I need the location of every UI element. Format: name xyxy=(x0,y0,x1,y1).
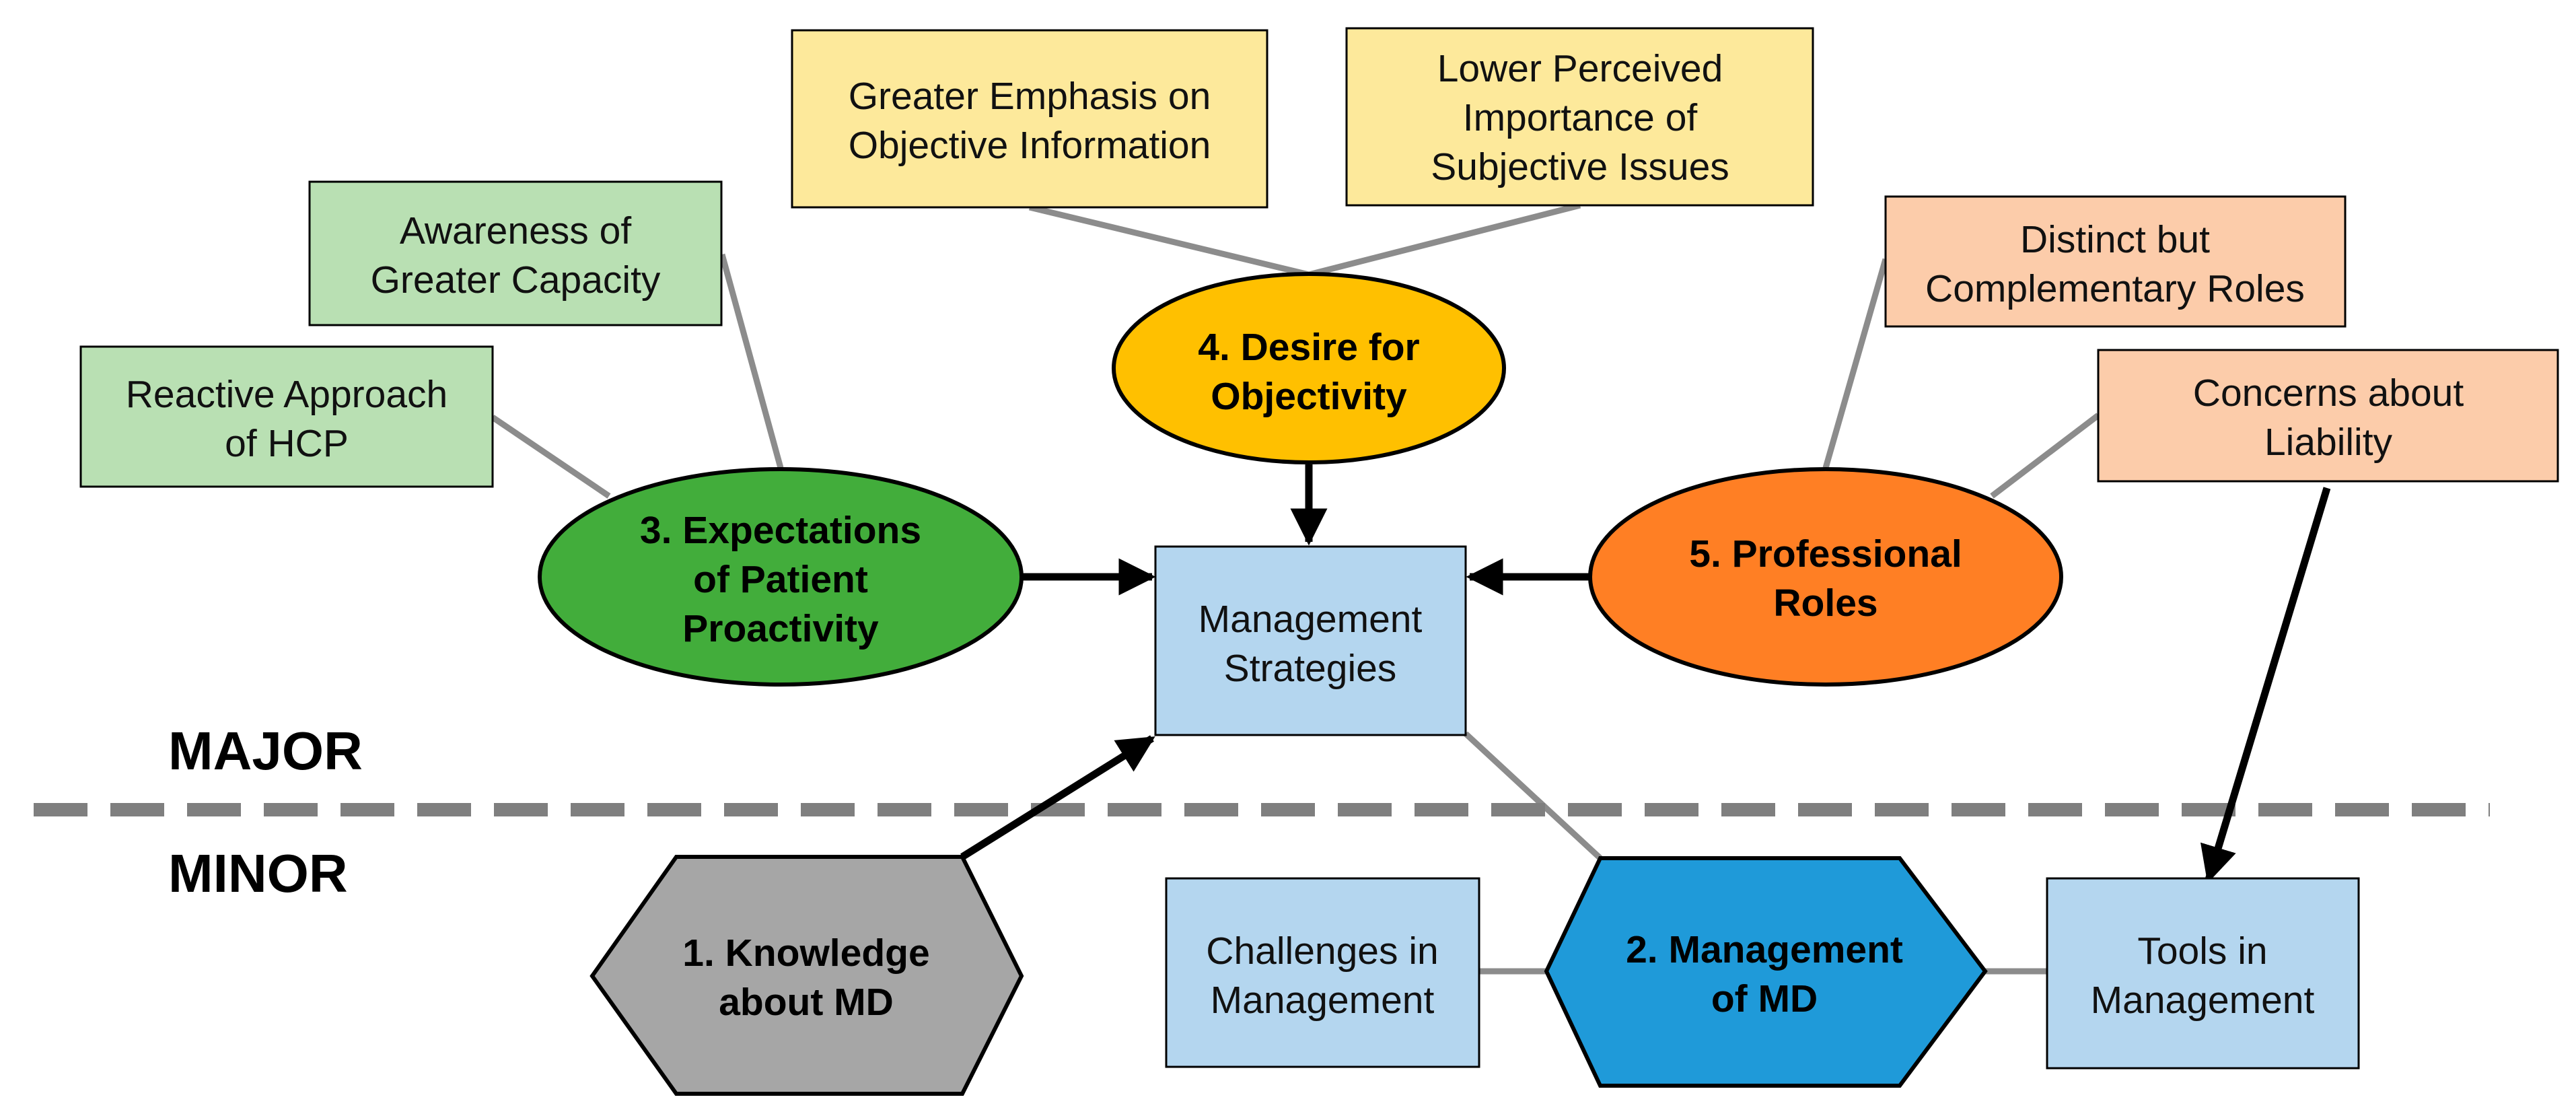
subtheme-lower-importance: Lower Perceived Importance of Subjective… xyxy=(1345,27,1814,207)
svg-text:Distinct but: Distinct but xyxy=(2020,218,2210,261)
arrow-knowledge-to-strategies xyxy=(960,735,1155,860)
svg-text:of MD: of MD xyxy=(1711,977,1818,1020)
theme-5-professional-roles: 5. Professional Roles xyxy=(1588,467,2063,687)
svg-text:1. Knowledge: 1. Knowledge xyxy=(682,932,929,975)
svg-text:Lower Perceived: Lower Perceived xyxy=(1437,47,1723,90)
subtheme-reactive: Reactive Approach of HCP xyxy=(79,345,494,488)
svg-text:of HCP: of HCP xyxy=(225,422,349,465)
svg-text:Subjective Issues: Subjective Issues xyxy=(1431,145,1729,188)
connector-reactive xyxy=(491,415,611,499)
svg-text:Objective Information: Objective Information xyxy=(849,124,1211,167)
svg-text:Greater Capacity: Greater Capacity xyxy=(371,258,661,302)
theme-4-desire-for-objectivity: 4. Desire for Objectivity xyxy=(1112,272,1506,464)
subtheme-emphasis: Greater Emphasis on Objective Informatio… xyxy=(791,29,1268,209)
section-label-major: MAJOR xyxy=(168,721,363,781)
svg-text:Proactivity: Proactivity xyxy=(682,607,879,650)
arrows xyxy=(960,464,2331,884)
svg-text:Strategies: Strategies xyxy=(1224,647,1397,690)
connector-lower xyxy=(1308,202,1581,278)
svg-text:Management: Management xyxy=(1211,979,1435,1022)
arrow-liability-to-tools xyxy=(2201,487,2331,884)
svg-text:Management: Management xyxy=(2091,979,2315,1022)
theme-2-management-of-md: 2. Management of MD xyxy=(1544,856,1988,1088)
section-label-minor: MINOR xyxy=(168,843,348,903)
svg-text:Awareness of: Awareness of xyxy=(400,209,631,252)
svg-text:of Patient: of Patient xyxy=(693,558,868,601)
svg-text:Tools in: Tools in xyxy=(2137,930,2267,973)
svg-text:Roles: Roles xyxy=(1773,582,1877,625)
svg-text:Objectivity: Objectivity xyxy=(1211,375,1407,418)
svg-text:Reactive Approach: Reactive Approach xyxy=(126,373,448,416)
connector-lines xyxy=(491,202,2100,975)
svg-text:Concerns about: Concerns about xyxy=(2193,372,2464,415)
connector-liability xyxy=(1990,413,2100,499)
management-strategies-box: Management Strategies xyxy=(1154,545,1467,736)
svg-text:about MD: about MD xyxy=(719,981,894,1024)
svg-text:4. Desire for: 4. Desire for xyxy=(1198,326,1419,369)
svg-text:Complementary Roles: Complementary Roles xyxy=(1925,267,2305,310)
svg-text:Importance of: Importance of xyxy=(1463,96,1698,139)
svg-text:3. Expectations: 3. Expectations xyxy=(640,509,921,552)
connector-distinct xyxy=(1822,258,1889,469)
subtheme-awareness: Awareness of Greater Capacity xyxy=(308,180,723,326)
svg-text:Greater Emphasis on: Greater Emphasis on xyxy=(849,75,1211,118)
theme-3-expectations: 3. Expectations of Patient Proactivity xyxy=(538,467,1024,687)
connector-strategies-management xyxy=(1463,731,1603,861)
svg-text:5. Professional: 5. Professional xyxy=(1689,532,1962,575)
svg-text:2. Management: 2. Management xyxy=(1626,928,1903,971)
subtheme-distinct-roles: Distinct but Complementary Roles xyxy=(1884,195,2347,328)
svg-text:Liability: Liability xyxy=(2264,421,2393,464)
subtheme-challenges: Challenges in Management xyxy=(1165,877,1480,1068)
theme-1-knowledge-about-md: 1. Knowledge about MD xyxy=(589,855,1024,1096)
subtheme-liability: Concerns about Liability xyxy=(2097,349,2559,483)
svg-text:Management: Management xyxy=(1198,598,1423,641)
connector-awareness xyxy=(719,253,784,469)
subtheme-tools: Tools in Management xyxy=(2046,877,2360,1070)
connector-emphasis xyxy=(1028,204,1310,278)
svg-text:Challenges in: Challenges in xyxy=(1206,930,1438,973)
